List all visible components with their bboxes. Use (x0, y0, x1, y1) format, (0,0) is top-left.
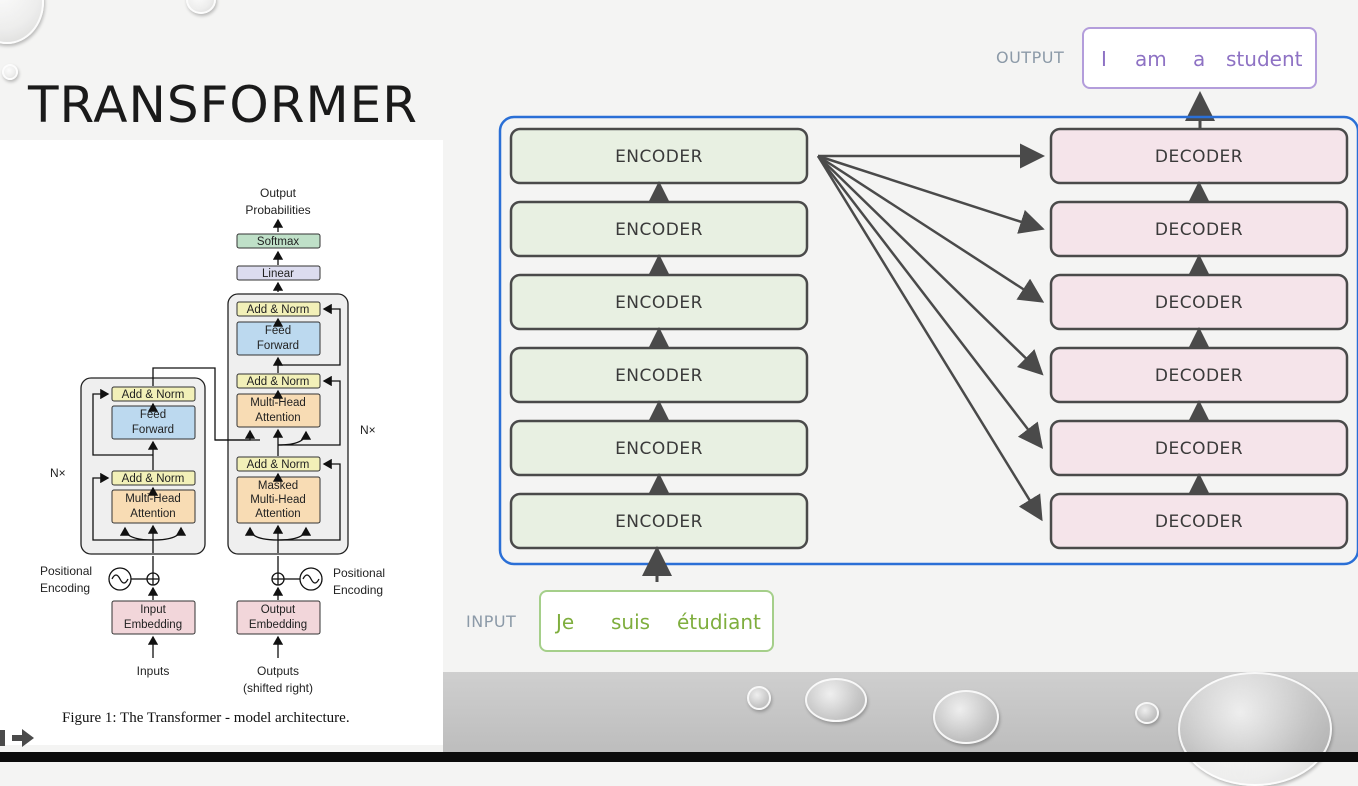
input-word: étudiant (677, 610, 761, 634)
outputs-label-1: Outputs (257, 664, 299, 678)
input-embedding-block (111, 600, 196, 635)
encoder-to-decoder-arrow (817, 154, 1045, 234)
water-drop-decoration (2, 64, 18, 80)
output-word: I (1101, 47, 1107, 71)
inputs-label: Inputs (137, 664, 170, 678)
encoder-to-decoder-arrow (817, 154, 1045, 303)
output-probabilities-label: Output (260, 186, 297, 200)
output-sentence-box (1082, 27, 1317, 89)
output-word: am (1135, 47, 1167, 71)
outputs-label-2: (shifted right) (243, 681, 313, 695)
water-drop-decoration (747, 686, 771, 710)
water-drop-decoration (805, 678, 867, 722)
encoder-add-norm-1-label: Add & Norm (122, 473, 185, 485)
decoder-label: DECODER (1155, 147, 1243, 167)
decoder-label: DECODER (1155, 512, 1243, 532)
decoder-add-norm-1 (236, 456, 321, 472)
decoder-add-norm-2 (236, 373, 321, 389)
output-probabilities-label-2: Probabilities (245, 203, 310, 217)
water-drop-decoration (933, 690, 999, 744)
decoder-feed-forward-label-2: Forward (257, 340, 299, 352)
encoder-add-norm-2-label: Add & Norm (122, 389, 185, 401)
output-word: student (1226, 47, 1303, 71)
output-embedding-label-1: Output (261, 604, 296, 616)
input-sentence-box (539, 590, 774, 652)
slide-title: TRANSFORMER (28, 76, 418, 134)
encoder-feed-forward-label-1: Feed (140, 409, 166, 421)
decoder-feed-forward-label-1: Feed (265, 325, 291, 337)
decoder-masked-attention-label-3: Attention (255, 508, 300, 520)
encoder-label: ENCODER (615, 439, 703, 459)
input-embedding-label-1: Input (140, 604, 166, 616)
encoder-label: ENCODER (615, 220, 703, 240)
encoder-add-norm-1 (111, 470, 196, 486)
input-embedding-label-2: Embedding (124, 619, 182, 631)
decoder-add-norm-2-label: Add & Norm (247, 376, 310, 388)
decoder-label: DECODER (1155, 220, 1243, 240)
decoder-positional-encoding-label-1: Positional (333, 566, 385, 580)
decoder-masked-attention-label-1: Masked (258, 480, 298, 492)
water-drop-decoration (1135, 702, 1159, 724)
output-word: a (1193, 47, 1205, 71)
encoder-nx-label: N× (50, 466, 66, 480)
encoder-label: ENCODER (615, 512, 703, 532)
output-label: OUTPUT (996, 48, 1064, 67)
linear-label: Linear (262, 268, 294, 280)
decoder-add-norm-1-label: Add & Norm (247, 459, 310, 471)
linear-block (236, 265, 321, 281)
decoder-label: DECODER (1155, 293, 1243, 313)
encoder-positional-encoding-label-2: Encoding (40, 581, 90, 595)
softmax-block (236, 233, 321, 249)
decoder-label: DECODER (1155, 439, 1243, 459)
encoder-self-attention-label-2: Attention (130, 508, 175, 520)
decoder-cross-attention-label-2: Attention (255, 412, 300, 424)
decoder-masked-attention-label-2: Multi-Head (250, 494, 306, 506)
encoder-to-decoder-arrow (816, 155, 1043, 522)
encoder-decoder-frame (498, 115, 1358, 566)
input-word: suis (611, 610, 650, 634)
decoder-add-norm-3 (236, 301, 321, 317)
input-label: INPUT (466, 612, 516, 631)
decoder-cross-attention-label-1: Multi-Head (250, 397, 306, 409)
paper-figure-panel (0, 140, 443, 745)
softmax-label: Softmax (257, 236, 299, 248)
output-embedding-block (236, 600, 321, 635)
bottom-bar (0, 752, 1358, 762)
decorative-band (443, 672, 1358, 786)
encoder-label: ENCODER (615, 366, 703, 386)
next-slide-arrow-icon[interactable] (0, 726, 40, 750)
encoder-self-attention-label-1: Multi-Head (125, 493, 181, 505)
encoder-positional-encoding-label-1: Positional (40, 564, 92, 578)
transformer-architecture-figure: Output Probabilities Softmax Linear Add … (40, 186, 385, 695)
decoder-add-norm-3-label: Add & Norm (247, 304, 310, 316)
encoder-decoder-stack-diagram: OUTPUT I am a student ENCODER ENCODER ENCO… (466, 27, 1358, 652)
decoder-block (1049, 492, 1349, 550)
decoder-positional-encoding-label-2: Encoding (333, 583, 383, 597)
encoder-feed-forward-label-2: Forward (132, 424, 174, 436)
encoder-to-decoder-arrow (817, 155, 1044, 449)
decoder-label: DECODER (1155, 366, 1243, 386)
output-embedding-label-2: Embedding (249, 619, 307, 631)
encoder-add-norm-2 (111, 386, 196, 402)
decoder-nx-label: N× (360, 423, 376, 437)
encoder-label: ENCODER (615, 293, 703, 313)
encoder-label: ENCODER (615, 147, 703, 167)
figure-caption: Figure 1: The Transformer - model archit… (62, 710, 350, 726)
input-word: Je (554, 610, 574, 634)
encoder-to-decoder-arrow (817, 155, 1044, 376)
